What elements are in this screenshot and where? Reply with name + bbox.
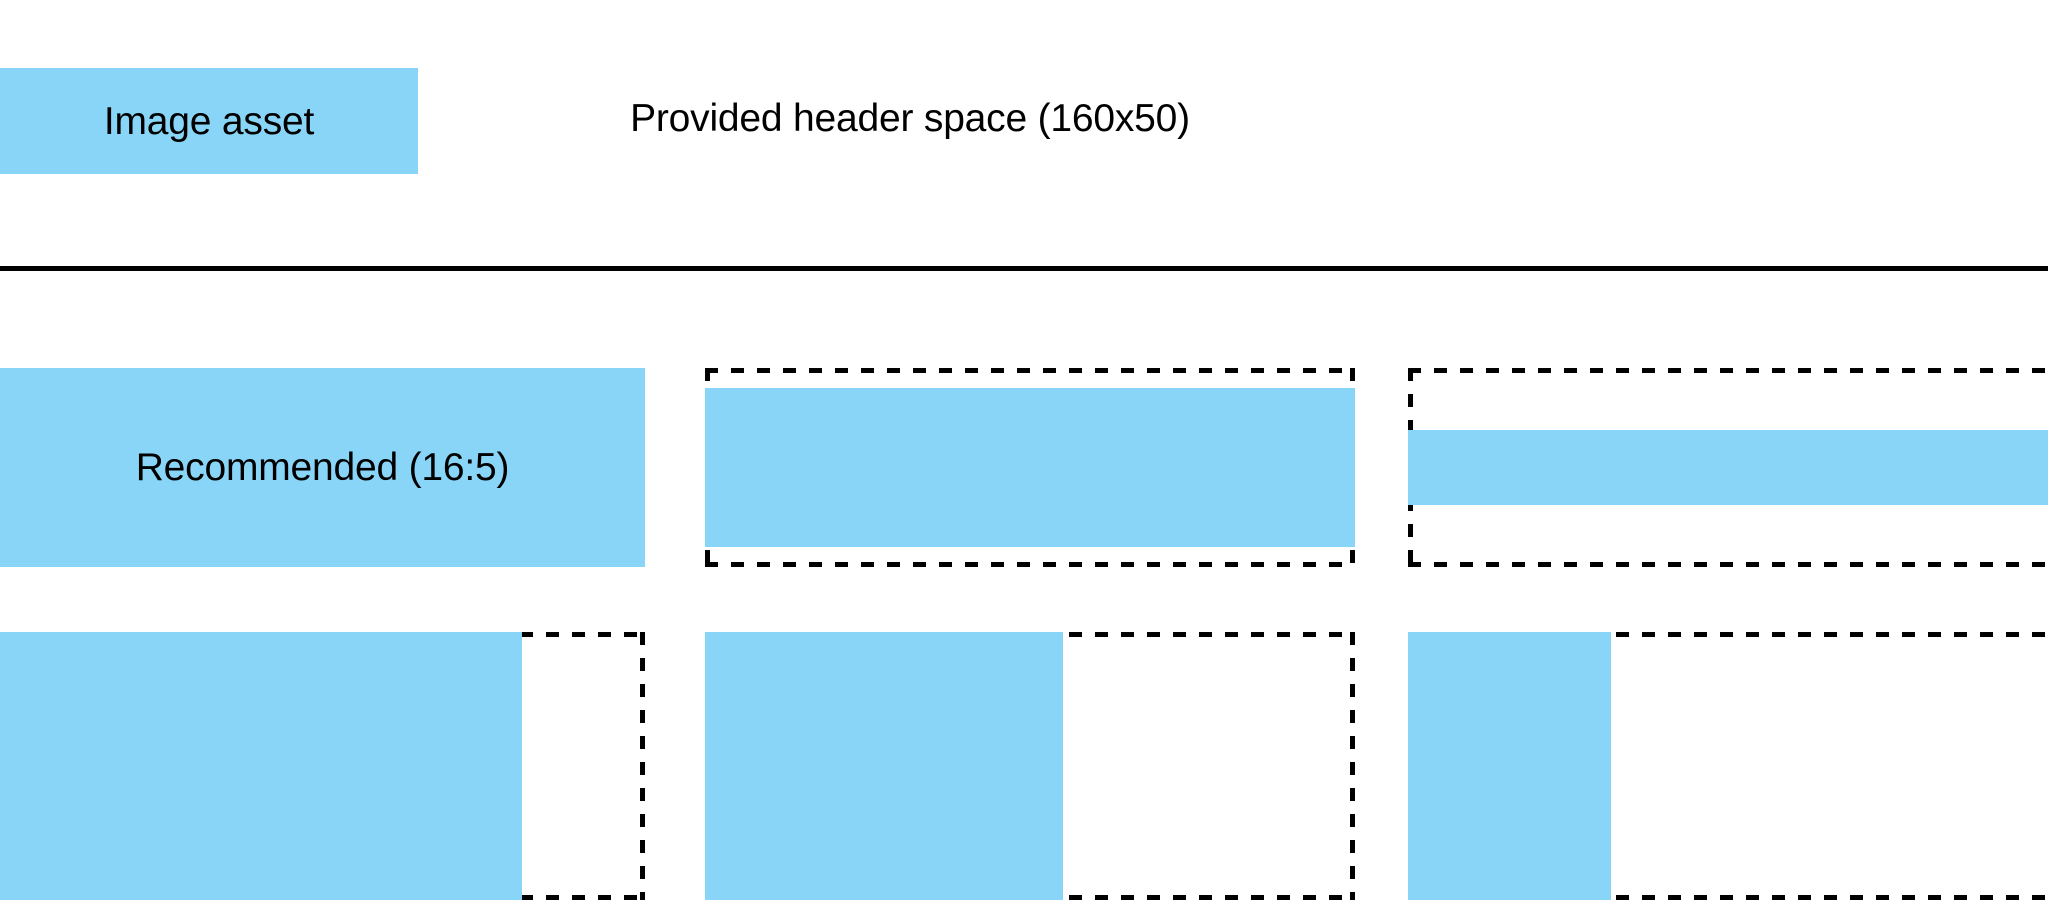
sample-width-medium-cell <box>705 632 1355 900</box>
sample-slightly-short-cell <box>705 368 1355 567</box>
sample-slightly-short-fill <box>705 388 1355 547</box>
sample-width-medium-fill <box>705 632 1063 900</box>
sample-width-wide-fill <box>0 632 523 900</box>
header-example-row: Image asset Provided header space (160x5… <box>0 0 2048 240</box>
sample-recommended-label: Recommended (16:5) <box>135 445 510 489</box>
horizontal-rule-divider <box>0 266 2048 271</box>
sample-too-short-cell <box>1408 368 2048 567</box>
sample-width-wide-cell <box>0 632 645 900</box>
sample-too-short-fill <box>1408 430 2048 505</box>
image-asset-label: Image asset <box>103 99 315 143</box>
sample-recommended-cell: Recommended (16:5) <box>0 368 645 567</box>
provided-header-space-box: Provided header space (160x50) <box>457 63 1363 173</box>
sample-width-narrow-fill <box>1408 632 1611 900</box>
sample-width-narrow-cell <box>1408 632 2048 900</box>
image-asset-swatch: Image asset <box>0 68 418 174</box>
sample-recommended-fill <box>0 368 645 567</box>
provided-header-space-label: Provided header space (160x50) <box>630 96 1190 140</box>
